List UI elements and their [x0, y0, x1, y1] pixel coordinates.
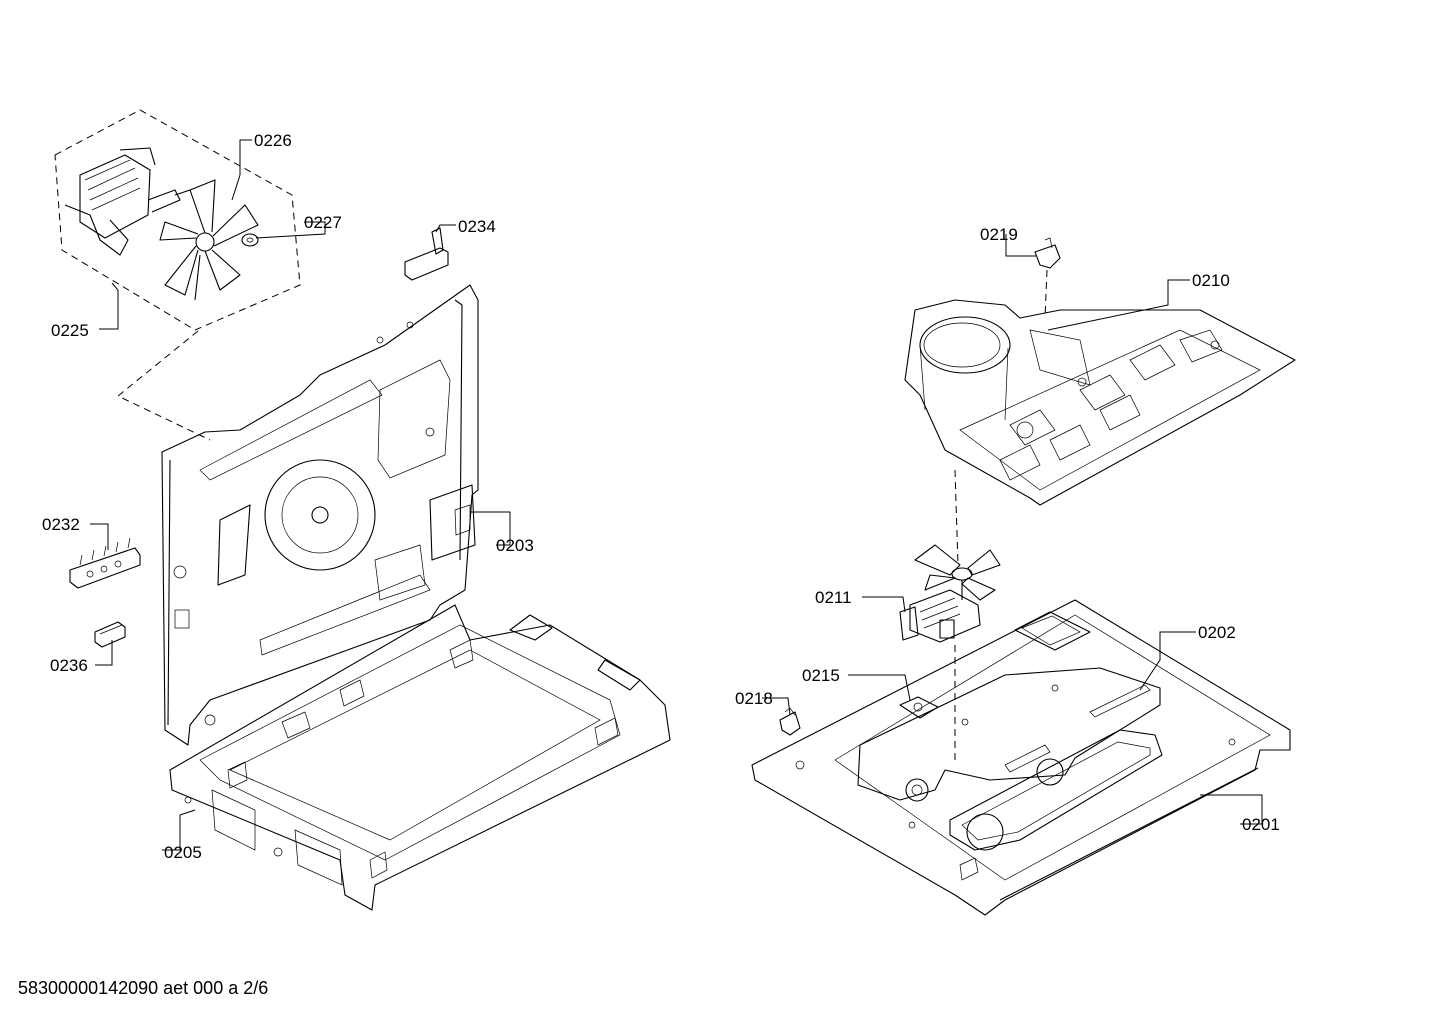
leader-lines — [90, 139, 1263, 851]
document-id-footer: 58300000142090 aet 000 a 2/6 — [18, 978, 269, 998]
label-0211[interactable]: 0211 — [815, 588, 852, 607]
label-0201[interactable]: 0201 — [1242, 815, 1280, 834]
label-0218[interactable]: 0218 — [735, 689, 773, 708]
terminal-block-0232[interactable] — [69, 537, 141, 589]
air-duct-0210[interactable] — [904, 299, 1296, 506]
label-0219[interactable]: 0219 — [980, 225, 1018, 244]
part-labels: 0226 0227 0225 0234 0232 0236 0203 0205 … — [42, 131, 1280, 862]
label-0215[interactable]: 0215 — [802, 666, 840, 685]
fan-motor-0211[interactable] — [899, 544, 1001, 643]
clip-0236[interactable] — [94, 621, 126, 648]
bracket-0215[interactable] — [899, 696, 939, 719]
nut-0227[interactable] — [241, 233, 259, 247]
label-0234[interactable]: 0234 — [458, 217, 496, 236]
clip-0219[interactable] — [1034, 237, 1061, 269]
clip-0218[interactable] — [779, 707, 801, 736]
label-0236[interactable]: 0236 — [50, 656, 88, 675]
label-0232[interactable]: 0232 — [42, 515, 80, 534]
label-0203[interactable]: 0203 — [496, 536, 534, 555]
label-0202[interactable]: 0202 — [1198, 623, 1236, 642]
bottom-tray-0205[interactable] — [169, 604, 671, 911]
bracket-0234[interactable] — [404, 227, 449, 281]
label-0205[interactable]: 0205 — [164, 843, 202, 862]
base-plate-0201[interactable] — [751, 599, 1291, 916]
back-panel-0203[interactable] — [161, 284, 479, 746]
label-0210[interactable]: 0210 — [1192, 271, 1230, 290]
fan-motor-group-0225[interactable] — [54, 109, 301, 331]
fan-blade-0226[interactable] — [159, 179, 259, 301]
label-0227[interactable]: 0227 — [304, 213, 342, 232]
label-0225[interactable]: 0225 — [51, 321, 89, 340]
label-0226[interactable]: 0226 — [254, 131, 292, 150]
cover-plate-0202[interactable] — [857, 667, 1163, 851]
